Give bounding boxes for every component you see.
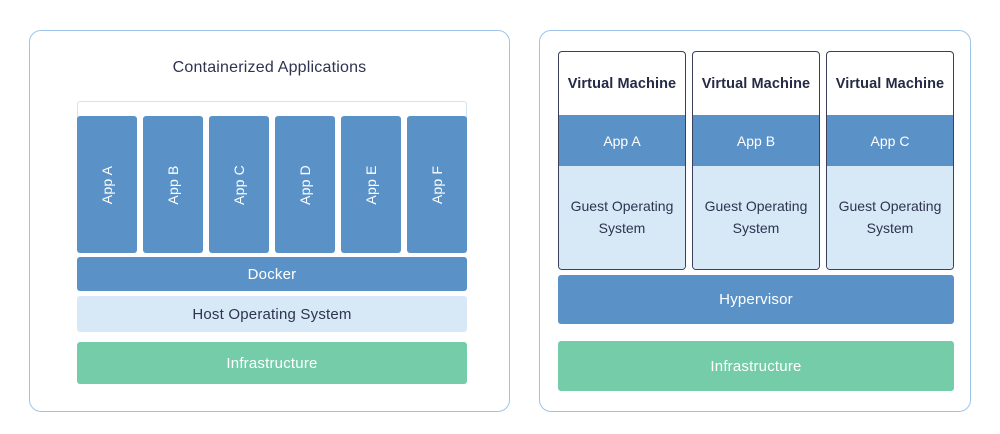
- app-container: App F: [407, 116, 467, 253]
- host-operating-system-layer-bar: Host Operating System: [77, 296, 467, 332]
- virtual-machine-app-label: App C: [827, 115, 953, 166]
- app-container-label: App E: [363, 164, 379, 205]
- virtual-machine-title: Virtual Machine: [567, 75, 677, 92]
- app-container-label: App F: [429, 165, 445, 204]
- virtual-machine-title: Virtual Machine: [835, 75, 945, 92]
- containerized-applications-title: Containerized Applications: [172, 59, 367, 76]
- app-container-label: App D: [297, 164, 313, 205]
- virtual-machine-card: Virtual Machine App A Guest Operating Sy…: [558, 51, 686, 270]
- app-container: App B: [143, 116, 203, 253]
- hypervisor-layer-bar: Hypervisor: [558, 275, 954, 324]
- app-containers-row: App A App B App C App D App E App F: [77, 116, 467, 253]
- guest-operating-system-label: Guest Operating System: [693, 166, 819, 269]
- app-container-label: App B: [165, 164, 181, 205]
- virtual-machine-title: Virtual Machine: [701, 75, 811, 92]
- app-container: App A: [77, 116, 137, 253]
- virtual-machine-app-label: App B: [693, 115, 819, 166]
- app-container: App C: [209, 116, 269, 253]
- guest-operating-system-label: Guest Operating System: [559, 166, 685, 269]
- app-container: App D: [275, 116, 335, 253]
- docker-layer-bar: Docker: [77, 257, 467, 291]
- infrastructure-layer-bar-right: Infrastructure: [558, 341, 954, 391]
- guest-operating-system-label: Guest Operating System: [827, 166, 953, 269]
- virtual-machine-card: Virtual Machine App C Guest Operating Sy…: [826, 51, 954, 270]
- containers-panel: Containerized Applications App A App B A…: [29, 30, 510, 412]
- virtual-machines-panel: Virtual Machine App A Guest Operating Sy…: [539, 30, 971, 412]
- app-container: App E: [341, 116, 401, 253]
- virtual-machines-row: Virtual Machine App A Guest Operating Sy…: [558, 51, 954, 270]
- virtual-machine-card: Virtual Machine App B Guest Operating Sy…: [692, 51, 820, 270]
- infrastructure-layer-bar-left: Infrastructure: [77, 342, 467, 384]
- app-container-label: App C: [231, 164, 247, 205]
- containers-grouping-bracket: [77, 101, 467, 123]
- app-container-label: App A: [99, 165, 115, 204]
- virtual-machine-app-label: App A: [559, 115, 685, 166]
